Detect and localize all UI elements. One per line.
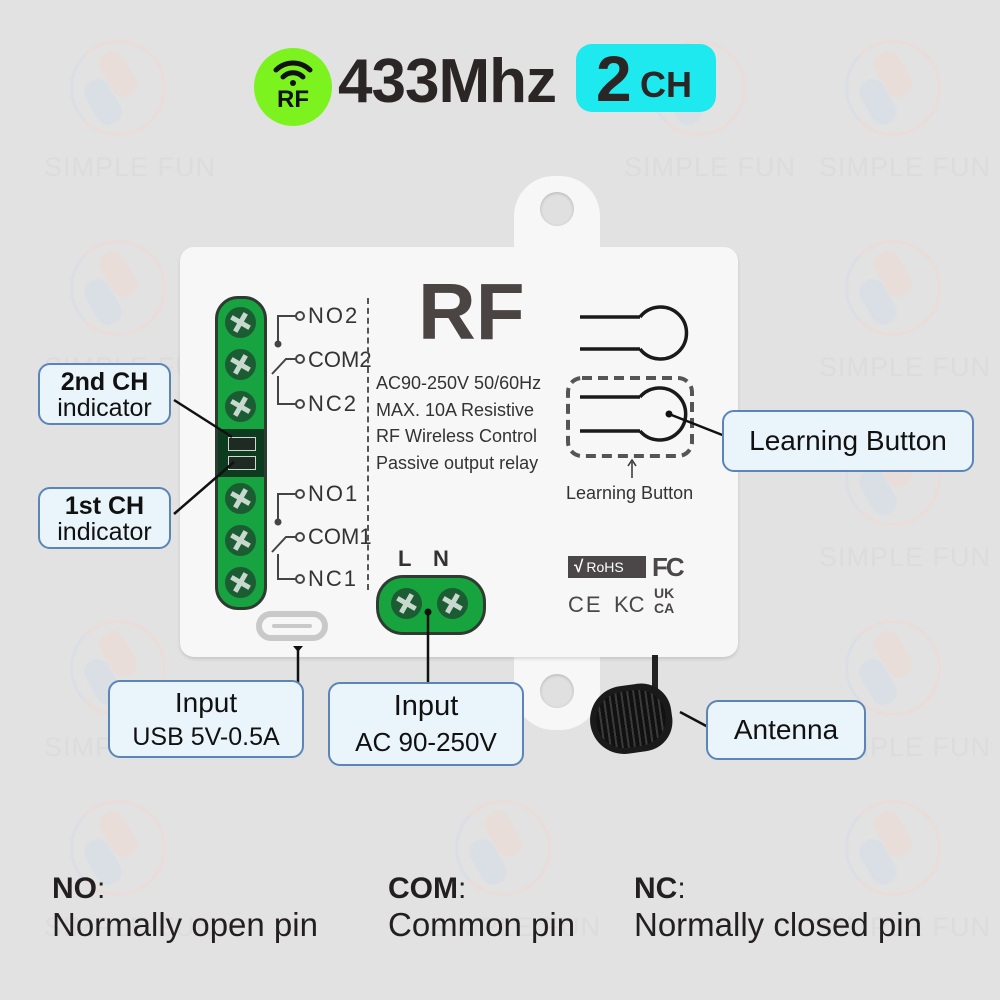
pin-label-no1: NO1 [308, 481, 360, 506]
divider-dashed [367, 298, 369, 590]
live-label: L [398, 546, 412, 571]
screw-terminal-neutral [437, 588, 468, 619]
callout-ac-input: Input AC 90-250V [328, 682, 524, 766]
screw-terminal-live [391, 588, 422, 619]
screw-terminal [225, 307, 256, 338]
legend-desc: Normally closed pin [634, 906, 922, 943]
callout-antenna: Antenna [706, 700, 866, 760]
fcc-mark: FC [652, 552, 685, 582]
screw-terminal [225, 391, 256, 422]
screw-terminal [225, 349, 256, 380]
screw-terminal [225, 525, 256, 556]
channel-badge: 2 CH [576, 43, 716, 115]
watermark-logo: SIMPLE FUN [805, 40, 990, 200]
spec-voltage: AC90-250V 50/60Hz [376, 373, 542, 393]
watermark-logo: SIMPLE FUN [805, 240, 990, 400]
spec-max-current: MAX. 10A Resistive [376, 399, 535, 420]
callout-learning-button: Learning Button [722, 410, 974, 472]
legend-no: NO: Normally open pin [52, 872, 318, 944]
legend-term: NC: [634, 872, 686, 905]
learning-button-caption: Learning Button [566, 483, 694, 503]
legend-nc: NC: Normally closed pin [634, 872, 922, 944]
channel-suffix: CH [640, 64, 692, 105]
legend-com: COM: Common pin [388, 872, 575, 944]
ce-mark: CE [568, 592, 603, 617]
legend-desc: Common pin [388, 906, 576, 943]
led-panel [218, 429, 264, 477]
relay-terminal-block [215, 296, 267, 610]
device-title: RF [418, 267, 525, 356]
callout-ch1-indicator: 1st CH indicator [38, 487, 171, 549]
spec-control: RF Wireless Control [376, 426, 538, 446]
ch1-led [228, 456, 256, 470]
kc-mark: KC [614, 592, 645, 617]
pin-label-com2: COM2 [308, 347, 372, 372]
usb-c-port [256, 611, 328, 641]
watermark-logo: SIMPLE FUN [415, 800, 600, 960]
wifi-signal-icon [273, 60, 313, 86]
rohs-mark: √RoHS [568, 556, 646, 578]
callout-usb-input: Input USB 5V-0.5A [108, 680, 304, 758]
neutral-label: N [433, 546, 449, 571]
pin-label-no2: NO2 [308, 303, 360, 328]
pin-label-com1: COM1 [308, 524, 372, 549]
ch2-led [228, 437, 256, 451]
pin-label-nc2: NC2 [308, 391, 359, 416]
spec-list: AC90-250V 50/60Hz MAX. 10A Resistive RF … [376, 370, 541, 476]
callout-ch2-indicator: 2nd CH indicator [38, 363, 171, 425]
watermark-logo: SIMPLE FUN [805, 800, 990, 960]
screw-terminal [225, 483, 256, 514]
screw-terminal [225, 567, 256, 598]
mounting-hole [540, 674, 574, 708]
legend-term: COM: [388, 872, 467, 905]
legend-desc: Normally open pin [52, 906, 318, 943]
spec-relay: Passive output relay [376, 452, 539, 473]
frequency-title: 433Mhz [338, 47, 557, 116]
channel-count: 2 [596, 43, 632, 115]
pin-label-nc1: NC1 [308, 566, 359, 591]
watermark-logo: SIMPLE FUN [30, 800, 215, 960]
watermark-logo: SIMPLE FUN [30, 40, 215, 200]
antenna-lead [652, 655, 658, 695]
mounting-hole [540, 192, 574, 226]
rf-badge-text: RF [277, 86, 309, 113]
power-terminal-block [376, 575, 486, 635]
legend-term: NO: [52, 872, 106, 905]
rf-badge: RF [254, 48, 332, 126]
ukca-mark: UK CA [654, 585, 675, 616]
